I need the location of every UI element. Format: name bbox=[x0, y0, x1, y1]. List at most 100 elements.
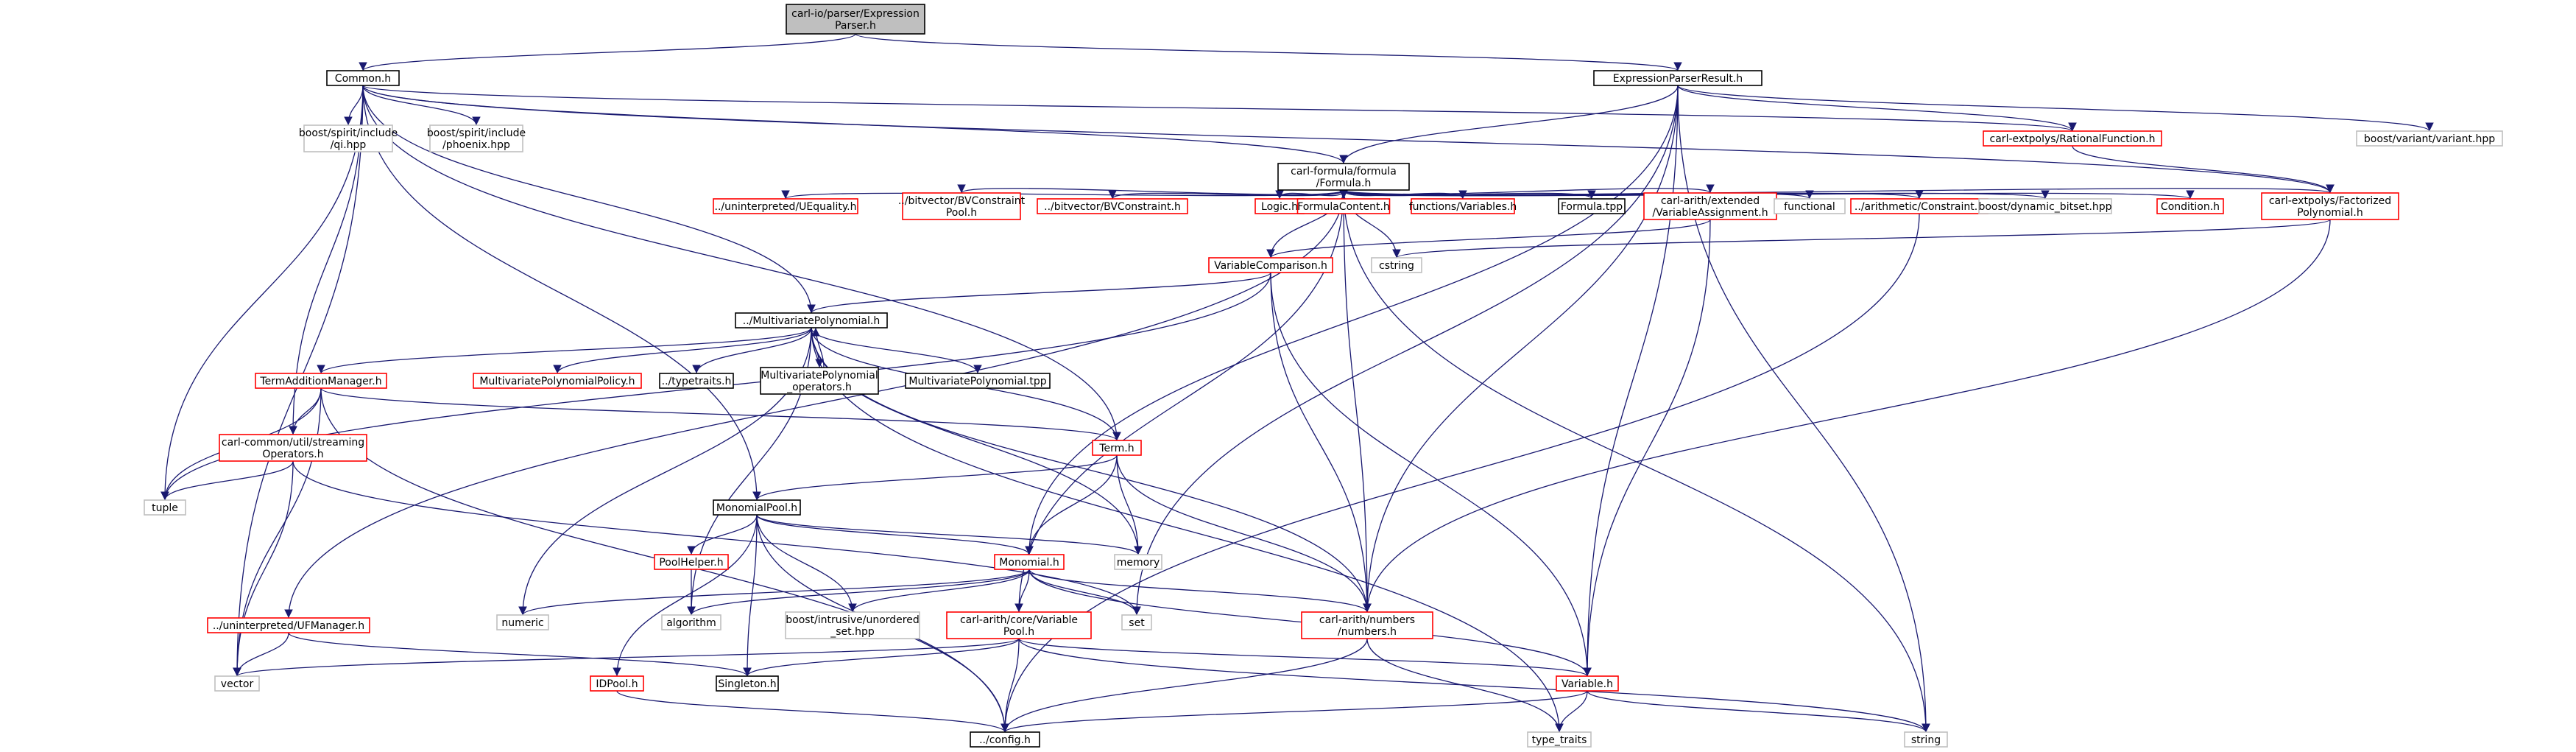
node-fcontent[interactable]: FormulaContent.h bbox=[1296, 198, 1391, 214]
node-numeric[interactable]: numeric bbox=[496, 614, 549, 630]
node-mvops[interactable]: MultivariatePolynomial_operators.h bbox=[760, 367, 879, 395]
node-aconstr[interactable]: ../arithmetic/Constraint.h bbox=[1850, 198, 1989, 214]
node-dynbitset[interactable]: boost/dynamic_bitset.hpp bbox=[1978, 198, 2112, 214]
edge-term-to-numbers bbox=[1116, 454, 1372, 613]
node-variant[interactable]: boost/variant/variant.hpp bbox=[2356, 130, 2503, 147]
node-label: functions/Variables.h bbox=[1409, 201, 1517, 213]
node-config[interactable]: ../config.h bbox=[970, 731, 1040, 748]
node-box bbox=[2356, 130, 2503, 147]
node-label: Formula.tpp bbox=[1561, 201, 1623, 213]
node-label: ../typetraits.h bbox=[662, 376, 732, 387]
node-set[interactable]: set bbox=[1121, 614, 1152, 630]
edge-formula-to-numbers bbox=[1343, 189, 1372, 613]
node-vassign[interactable]: carl-arith/extended/VariableAssignment.h bbox=[1643, 192, 1777, 220]
edge-aconstr-to-config bbox=[1001, 213, 1920, 733]
node-tuple[interactable]: tuple bbox=[144, 499, 186, 516]
node-label: vector bbox=[221, 678, 254, 690]
node-monomial[interactable]: Monomial.h bbox=[994, 554, 1065, 570]
node-ueq[interactable]: ../uninterpreted/UEquality.h bbox=[713, 198, 858, 214]
node-logic[interactable]: Logic.h bbox=[1255, 198, 1305, 214]
edge-common-to-ratfun bbox=[362, 85, 2076, 132]
node-common[interactable]: Common.h bbox=[326, 70, 400, 86]
node-bvc[interactable]: ../bitvector/BVConstraint.h bbox=[1037, 198, 1188, 214]
edge-tam-to-term bbox=[320, 387, 1121, 441]
node-vector[interactable]: vector bbox=[214, 675, 260, 692]
edge-root-to-common bbox=[359, 33, 856, 71]
node-singleton[interactable]: Singleton.h bbox=[716, 675, 779, 692]
node-label: MultivariatePolynomialPolicy.h bbox=[479, 376, 635, 387]
node-box bbox=[1643, 192, 1777, 220]
node-term[interactable]: Term.h bbox=[1092, 440, 1142, 456]
node-label: FormulaContent.h bbox=[1297, 201, 1390, 213]
node-fvars[interactable]: functions/Variables.h bbox=[1409, 198, 1517, 214]
node-label: /VariableAssignment.h bbox=[1652, 207, 1768, 219]
node-ufmanager[interactable]: ../uninterpreted/UFManager.h bbox=[207, 617, 370, 633]
node-cstring[interactable]: cstring bbox=[1371, 257, 1422, 273]
node-monopool[interactable]: MonomialPool.h bbox=[713, 499, 801, 516]
node-condition[interactable]: Condition.h bbox=[2156, 198, 2224, 214]
node-label: /phoenix.hpp bbox=[442, 139, 510, 151]
node-string[interactable]: string bbox=[1904, 731, 1948, 748]
node-box bbox=[785, 611, 920, 639]
node-poolhelper[interactable]: PoolHelper.h bbox=[654, 554, 729, 570]
edge-formula-to-string bbox=[1343, 189, 1930, 733]
edge-monopool-to-idpool bbox=[613, 514, 758, 677]
node-epr[interactable]: ExpressionParserResult.h bbox=[1593, 70, 1762, 86]
node-typetraits_h[interactable]: ../typetraits.h bbox=[659, 373, 734, 389]
edge-monopool-to-unordset bbox=[756, 514, 857, 613]
node-box bbox=[716, 675, 779, 692]
node-algorithm[interactable]: algorithm bbox=[661, 614, 721, 630]
node-ftpp[interactable]: Formula.tpp bbox=[1558, 198, 1626, 214]
node-box bbox=[735, 312, 888, 328]
edge-streaming-to-tuple bbox=[160, 460, 294, 501]
node-tam[interactable]: TermAdditionManager.h bbox=[255, 373, 387, 389]
edge-factpoly-to-cstring bbox=[1392, 219, 2331, 259]
node-label: boost/intrusive/unordered bbox=[786, 614, 919, 626]
edge-vassign-to-variable bbox=[1583, 219, 1711, 677]
edge-ufmanager-to-vector bbox=[233, 632, 289, 677]
node-qi[interactable]: boost/spirit/include/qi.hpp bbox=[299, 124, 398, 152]
edge-numbers-to-type_traits bbox=[1366, 638, 1564, 733]
node-label: type_traits bbox=[1532, 734, 1587, 746]
node-label: carl-arith/numbers bbox=[1319, 614, 1415, 626]
node-ratfun[interactable]: carl-extpolys/RationalFunction.h bbox=[1983, 130, 2162, 147]
edge-monomial-to-algorithm bbox=[687, 569, 1030, 616]
node-idpool[interactable]: IDPool.h bbox=[590, 675, 644, 692]
edge-variable-to-type_traits bbox=[1555, 690, 1588, 733]
edge-epr-to-string bbox=[1677, 85, 1930, 733]
node-memory[interactable]: memory bbox=[1114, 554, 1162, 570]
node-variable[interactable]: Variable.h bbox=[1556, 675, 1619, 692]
edge-ratfun-to-factpoly bbox=[2072, 145, 2335, 194]
node-phoenix[interactable]: boost/spirit/include/phoenix.hpp bbox=[427, 124, 526, 152]
node-box bbox=[303, 124, 393, 152]
node-numbers[interactable]: carl-arith/numbers/numbers.h bbox=[1301, 611, 1433, 639]
edge-mvpoly-to-mvpolicy bbox=[553, 327, 812, 374]
node-varcomp[interactable]: VariableComparison.h bbox=[1208, 257, 1333, 273]
node-functional[interactable]: functional bbox=[1774, 198, 1846, 214]
node-mvpolicy[interactable]: MultivariatePolynomialPolicy.h bbox=[473, 373, 642, 389]
node-type_traits[interactable]: type_traits bbox=[1527, 731, 1592, 748]
node-box bbox=[659, 373, 734, 389]
edge-varcomp-to-variable bbox=[1270, 272, 1592, 677]
node-label: cstring bbox=[1379, 260, 1414, 272]
node-formula[interactable]: carl-formula/formula/Formula.h bbox=[1277, 163, 1410, 191]
dependency-edges bbox=[160, 33, 2434, 733]
node-root[interactable]: carl-io/parser/ExpressionParser.h bbox=[786, 4, 925, 35]
node-label: MonomialPool.h bbox=[716, 502, 797, 514]
edge-varpool-to-singleton bbox=[743, 638, 1020, 677]
node-mvpoly[interactable]: ../MultivariatePolynomial.h bbox=[735, 312, 888, 328]
edge-term-to-memory bbox=[1116, 454, 1143, 555]
node-box bbox=[1092, 440, 1142, 456]
edge-variable-to-config bbox=[1001, 690, 1588, 733]
node-label: VariableComparison.h bbox=[1214, 260, 1327, 272]
node-unordset[interactable]: boost/intrusive/unordered_set.hpp bbox=[785, 611, 920, 639]
node-box bbox=[905, 373, 1051, 389]
node-label: algorithm bbox=[666, 617, 716, 629]
node-mvtpp[interactable]: MultivariatePolynomial.tpp bbox=[905, 373, 1051, 389]
edge-mvpoly-to-type_traits bbox=[811, 327, 1564, 733]
node-label: boost/spirit/include bbox=[299, 127, 398, 139]
